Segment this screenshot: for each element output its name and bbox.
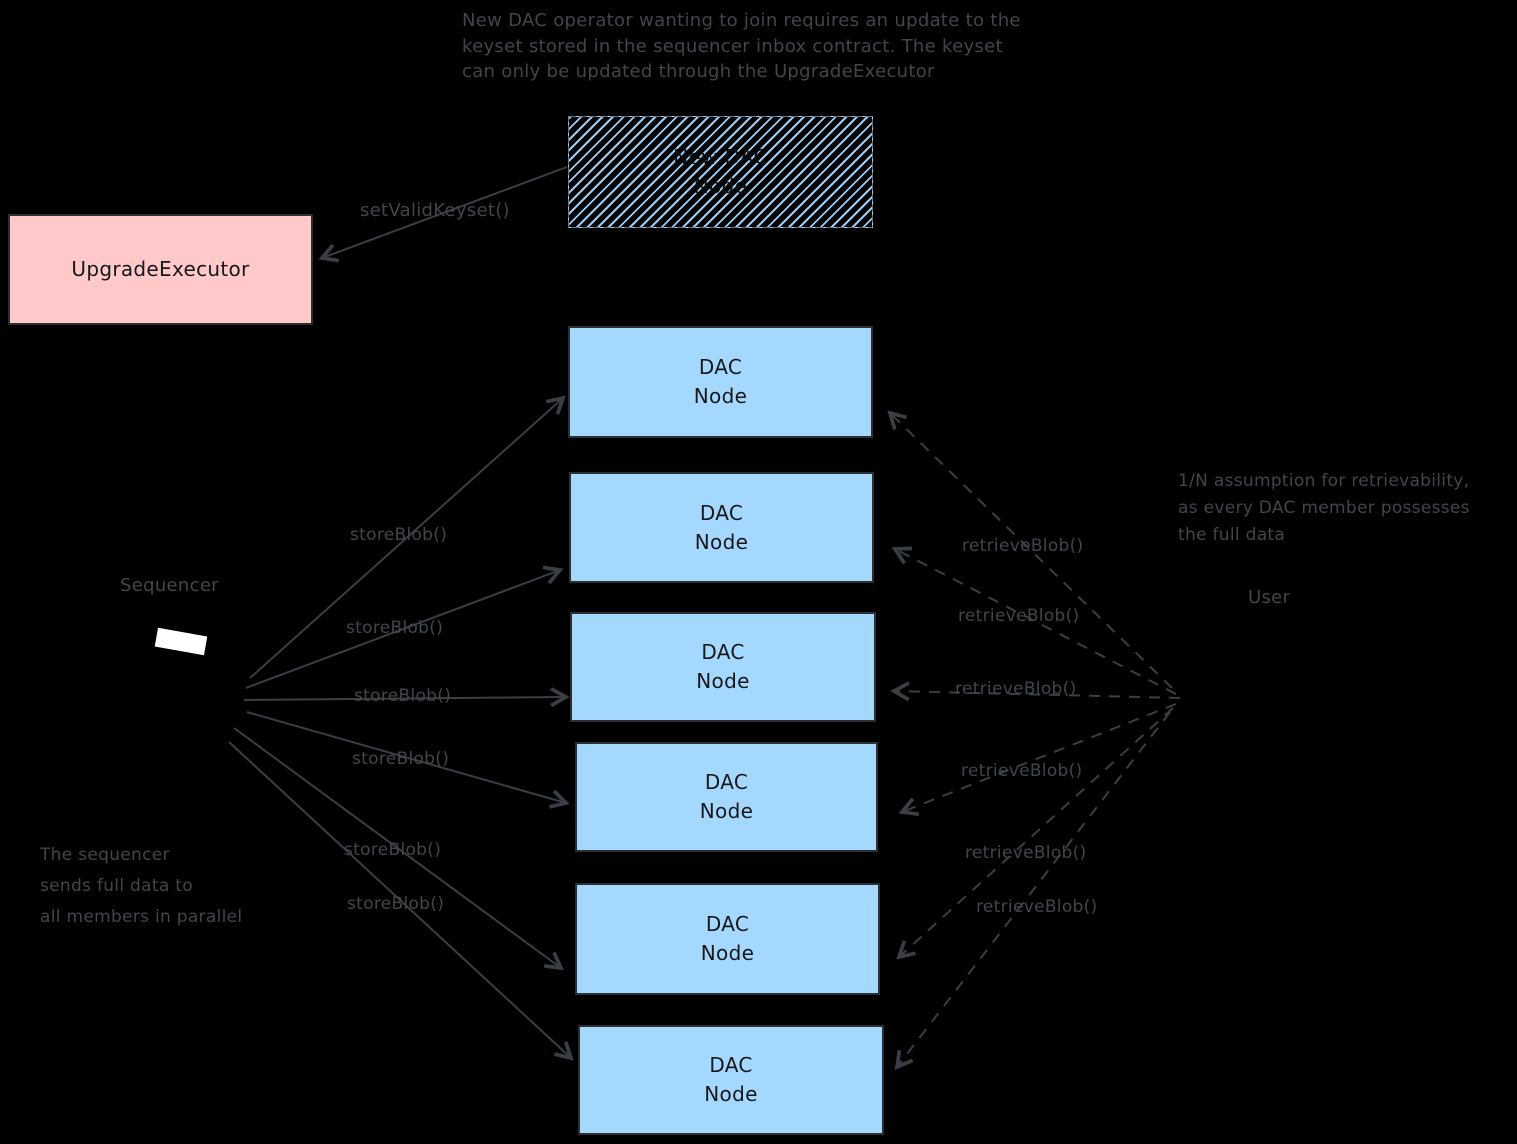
sequencer-label: Sequencer bbox=[120, 575, 219, 596]
retrieve-blob-arrow-2 bbox=[891, 546, 1177, 695]
store-blob-label-5: storeBlob() bbox=[344, 840, 442, 860]
parallel-note-line: The sequencer bbox=[40, 845, 170, 865]
dac-node-box-5: DAC Node bbox=[575, 883, 880, 995]
retrieve-blob-label-5: retrieveBlob() bbox=[965, 843, 1087, 863]
dac-node-box-3: DAC Node bbox=[570, 612, 876, 722]
store-blob-arrow-6 bbox=[228, 741, 574, 1061]
upgrade-executor-label: UpgradeExecutor bbox=[71, 257, 250, 281]
retrieve-blob-label-1: retrieveBlob() bbox=[962, 536, 1084, 556]
store-blob-arrow-4 bbox=[246, 711, 570, 809]
dac-node-box-1: DAC Node bbox=[568, 326, 873, 438]
dac-node-label: DAC Node bbox=[696, 640, 750, 693]
dac-node-label: DAC Node bbox=[700, 912, 755, 965]
parallel-note: The sequencer sends full data to all mem… bbox=[40, 840, 242, 933]
store-blob-label-1: storeBlob() bbox=[350, 525, 448, 545]
dac-node-box-6: DAC Node bbox=[578, 1025, 884, 1135]
top-note-line: keyset stored in the sequencer inbox con… bbox=[462, 35, 1003, 57]
store-blob-arrow-5 bbox=[233, 727, 565, 971]
retrievability-note-line: as every DAC member possesses bbox=[1178, 498, 1470, 518]
dac-node-box-2: DAC Node bbox=[569, 472, 874, 583]
retrieve-blob-arrow-3 bbox=[890, 681, 1181, 702]
set-valid-keyset-arrow bbox=[318, 166, 568, 263]
store-blob-arrow-3 bbox=[243, 687, 570, 708]
retrieve-blob-arrow-6 bbox=[894, 711, 1171, 1071]
store-blob-arrow-2 bbox=[245, 565, 564, 689]
upgrade-executor-box: UpgradeExecutor bbox=[8, 214, 313, 325]
store-blob-label-2: storeBlob() bbox=[346, 618, 444, 638]
retrieve-blob-label-4: retrieveBlob() bbox=[961, 761, 1083, 781]
top-note: New DAC operator wanting to join require… bbox=[462, 8, 1021, 85]
store-blob-label-4: storeBlob() bbox=[352, 749, 450, 769]
parallel-note-line: sends full data to bbox=[40, 876, 193, 896]
retrievability-note-line: 1/N assumption for retrievability, bbox=[1178, 471, 1470, 491]
new-dac-node-box: New DAC Node bbox=[568, 116, 873, 228]
new-dac-node-label: New DAC Node bbox=[673, 145, 768, 198]
retrieve-blob-arrow-4 bbox=[898, 703, 1177, 817]
top-note-line: New DAC operator wanting to join require… bbox=[462, 10, 1021, 31]
dac-node-box-4: DAC Node bbox=[575, 742, 878, 852]
store-blob-arrow-1 bbox=[249, 395, 566, 679]
dac-node-label: DAC Node bbox=[693, 355, 748, 408]
retrieve-blob-arrow-1 bbox=[887, 410, 1173, 689]
store-blob-label-6: storeBlob() bbox=[347, 894, 445, 914]
dac-node-label: DAC Node bbox=[694, 500, 749, 554]
retrieve-blob-label-6: retrieveBlob() bbox=[976, 897, 1098, 917]
retrievability-note: 1/N assumption for retrievability, as ev… bbox=[1178, 468, 1470, 549]
retrieve-blob-arrow-5 bbox=[896, 707, 1174, 960]
top-note-line: can only be updated through the UpgradeE… bbox=[462, 61, 935, 82]
set-valid-keyset-label: setValidKeyset() bbox=[360, 200, 510, 221]
retrieve-blob-label-2: retrieveBlob() bbox=[958, 606, 1080, 626]
retrievability-note-line: the full data bbox=[1178, 525, 1286, 545]
user-label: User bbox=[1248, 587, 1291, 608]
dac-node-label: DAC Node bbox=[699, 770, 754, 823]
parallel-note-line: all members in parallel bbox=[40, 907, 243, 927]
dac-node-label: DAC Node bbox=[704, 1053, 758, 1106]
store-blob-label-3: storeBlob() bbox=[354, 686, 452, 706]
retrieve-blob-label-3: retrieveBlob() bbox=[955, 679, 1077, 699]
